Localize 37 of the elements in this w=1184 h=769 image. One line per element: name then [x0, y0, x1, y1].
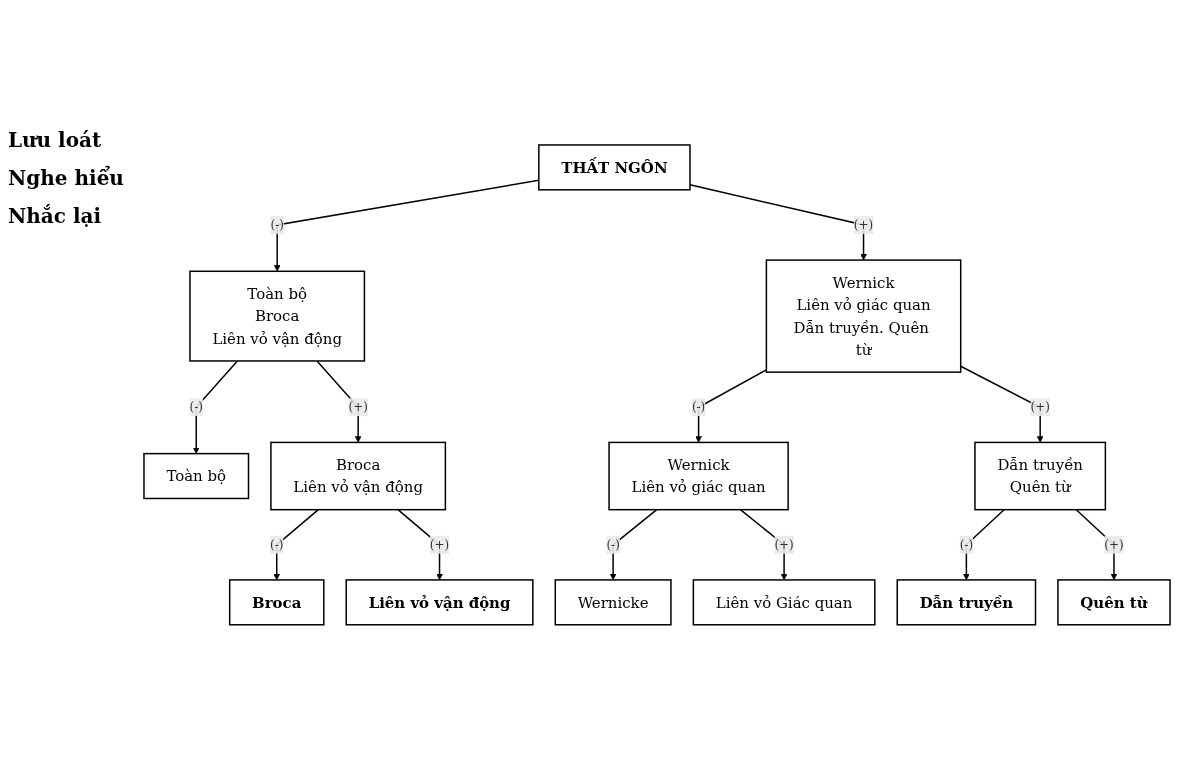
arrow [192, 359, 239, 454]
edge-label: (-) [959, 536, 974, 552]
arrow [397, 508, 443, 580]
step-label: Lưu loát [8, 128, 103, 152]
arrow [963, 508, 1005, 580]
node-box: Wernick Liên vỏ giác quan Dẫn truyền. Quên từ [765, 258, 962, 373]
edge-label: (-) [270, 536, 284, 552]
arrow [689, 183, 867, 260]
node-box: Toàn bộ Broca Liên vỏ vận động [189, 270, 366, 362]
node-box: Dẫn truyền [896, 578, 1037, 626]
node-box: THẤT NGÔN [538, 143, 691, 191]
arrow [1075, 508, 1118, 580]
edge-label: (-) [189, 399, 203, 414]
arrow [609, 508, 658, 580]
edge-label: (+) [429, 536, 450, 552]
edge-label: (+) [1104, 536, 1124, 552]
arrow [739, 508, 788, 580]
node-box: Toàn bộ [143, 452, 250, 499]
edge-label: (+) [853, 217, 874, 232]
node-box: Dẫn truyền Quên từ [974, 441, 1107, 511]
edge-label: (-) [606, 536, 620, 552]
node-box: Wernick Liên vỏ giác quan [608, 441, 789, 511]
node-box: Liên vỏ vận động [345, 578, 534, 626]
edge-label: (+) [348, 399, 368, 414]
node-box: Broca Liên vỏ vận động [270, 441, 447, 511]
arrow [273, 508, 320, 580]
step-label: Nhắc lại [8, 204, 103, 228]
edge-label: (-) [270, 217, 284, 232]
edge-label: (+) [774, 536, 794, 552]
arrow [695, 368, 768, 443]
node-box: Wernicke [554, 578, 672, 626]
node-box: Liên vỏ Giác quan [692, 578, 876, 626]
step-label: Nghe hiểu [8, 166, 125, 190]
node-box: Broca [228, 578, 325, 626]
edge-label: (-) [691, 399, 706, 414]
arrow [316, 359, 362, 443]
edge-label: (+) [1030, 399, 1050, 414]
